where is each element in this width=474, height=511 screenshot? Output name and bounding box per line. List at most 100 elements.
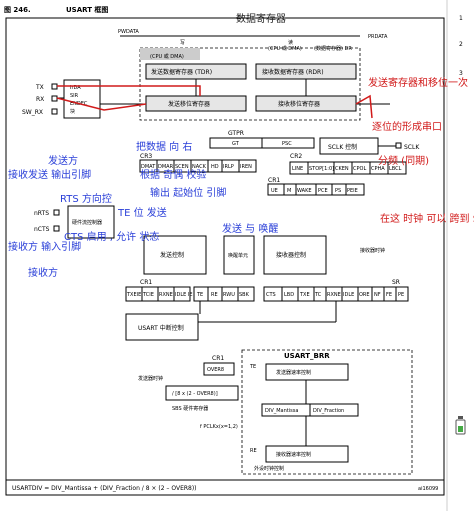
bus-write-label: 写: [180, 40, 185, 46]
cr1-bottom-bit: TCIE: [142, 292, 154, 298]
cr1-bottom-bit: IDLE IE: [175, 292, 193, 298]
cr1-top-bit: WAKE: [297, 188, 312, 194]
gtpr-gt-label: GT: [232, 141, 240, 147]
cr1-bottom-bit: RWU: [223, 292, 235, 298]
annotation-left-3: RTS 方向控: [60, 192, 112, 205]
cr2-bit: CPHA: [371, 166, 385, 172]
rx-shift-label: 接收移位寄存器: [278, 100, 320, 108]
cr2-bit: CKEN: [335, 166, 349, 172]
battery-icon[interactable]: [455, 416, 466, 435]
sr-bit: PE: [398, 292, 404, 298]
gtpr-psc-label: PSC: [282, 141, 292, 147]
cr3-bits: DMAT DMAR SCEN NACK HD IRLP IREN: [139, 159, 257, 173]
cr3-bit: SCEN: [175, 164, 189, 170]
sidebar-page-1[interactable]: 1: [459, 15, 463, 22]
cr3-bit: NACK: [192, 164, 207, 170]
interrupt-ctrl-label: USART 中断控制: [138, 324, 184, 332]
brr-re-label: RE: [250, 448, 257, 454]
rx-clock-label: 接收器时钟: [360, 247, 385, 254]
brr-te-label: TE: [249, 364, 256, 370]
tx-rate-label: 发送器速率控制: [276, 369, 311, 376]
cpu-dma-read-label: (CPU 或 DMA): [268, 45, 302, 52]
cr2-bits: LINE STOP[1:0] CKEN CPOL CPHA LBCL: [289, 161, 407, 175]
tdr-label: 发送数据寄存器 (TDR): [151, 68, 212, 76]
sr-bit: NF: [374, 292, 381, 298]
gtpr-psc-box: [261, 137, 315, 149]
cr1-over8-label: CR1: [212, 355, 224, 362]
pin-ncts-marker: [53, 225, 60, 232]
sr-bit: TC: [314, 292, 322, 298]
cr2-label: CR2: [290, 153, 302, 160]
cr3-label: CR3: [140, 153, 152, 160]
pin-sw-rx-marker: [51, 108, 58, 115]
fraction-box: [309, 403, 359, 417]
annotation-mid-6: 发送 与 唤醒: [222, 222, 278, 235]
pin-nrts-marker: [53, 209, 60, 216]
cr2-bit: STOP[1:0]: [309, 166, 334, 172]
bus-read-label: 读: [288, 39, 293, 46]
pwdata-label: PWDATA: [118, 29, 139, 35]
annotation-left-1: 发送方: [48, 154, 78, 167]
sidebar-page-2[interactable]: 2: [459, 41, 463, 48]
annotation-mid-1: 把数据 向 右: [136, 140, 192, 153]
sr-bits: CTS LBD TXE TC RXNE IDLE ORE NF FE PE: [263, 286, 409, 302]
fraction-label: DIV_Fraction: [313, 408, 344, 414]
rx-rate-box: [265, 445, 349, 463]
sidebar-page-3[interactable]: 3: [459, 70, 463, 77]
cr1-top-bits: UE M WAKE PCE PS PEIE: [267, 183, 365, 196]
rdr-label: 接收数据寄存器 (RDR): [262, 68, 324, 76]
annotation-right-3: 分频 (同期): [378, 154, 429, 167]
pin-tx: TX: [35, 84, 44, 91]
sclk-ctrl-label: SCLK 控制: [328, 143, 357, 151]
rx-signal-path: [56, 97, 147, 111]
pin-sclk-marker: [395, 142, 402, 149]
cr1-top-bit: M: [287, 188, 291, 194]
cr2-bit: LINE: [292, 166, 303, 172]
annotation-left-5: 接收方: [28, 266, 58, 279]
interrupt-ctrl-box: [125, 313, 199, 341]
sr-bit: IDLE: [343, 292, 354, 298]
pclk-label: f PCLKx(x=1,2): [200, 424, 238, 430]
cr1-bottom-bits: TXEIE TCIE RXNE IE IDLE IE TE RE RWU SBK: [125, 286, 255, 302]
cpu-dma-write-label: (CPU 或 DMA): [150, 53, 184, 60]
pin-ncts: nCTS: [34, 226, 50, 233]
sr-bit: CTS: [266, 292, 276, 298]
cr1-bottom-bit: TXEIE: [126, 292, 141, 298]
div-over-label: / [8 x (2 - OVER8)]: [172, 391, 218, 397]
cr1-bottom-bit: TE: [196, 292, 203, 298]
baud-rate-label: 外设时钟控制: [254, 465, 284, 472]
sr-bit: LBD: [284, 292, 294, 298]
cr3-bit: DMAT: [141, 164, 156, 170]
annotation-right-4: 在这 时钟 可以 跨到 SPI: [380, 212, 474, 225]
cr2-bit: LBCL: [389, 166, 402, 172]
pin-rx-marker: [51, 95, 58, 102]
usart-brr-title: USART_BRR: [284, 352, 330, 360]
write-arrow-band: [140, 48, 200, 60]
annotation-left-4: 接收方 输入引脚: [8, 240, 81, 253]
formula-text: USARTDIV = DIV_Mantissa + (DIV_Fraction …: [12, 485, 197, 492]
over8-box: [203, 362, 235, 376]
annotation-top: 数据寄存器: [236, 12, 286, 25]
cr1-top-bit: UE: [271, 188, 278, 194]
mantissa-label: DIV_Mantissa: [265, 408, 298, 414]
rx-shift-signal-path: [355, 94, 373, 119]
dr-label: (数据寄存器) DR: [314, 45, 352, 52]
sr-bit: FE: [386, 292, 392, 298]
annotation-left-2: 接收发送 输出引脚: [8, 168, 91, 181]
rx-rate-label: 接收器速率控制: [276, 451, 311, 458]
cr1-bottom-bit: RE: [211, 292, 218, 298]
usart-brr-group: [241, 349, 413, 475]
figure-code: ai16099: [418, 486, 438, 492]
cr1-bottom-bit: RXNE IE: [159, 292, 179, 298]
over8-label: OVER8: [207, 367, 224, 373]
tx-rate-box: [265, 363, 349, 381]
tx-clock-label: 发送器时钟: [138, 375, 163, 382]
tx-ctrl-box: [143, 235, 207, 275]
rx-ctrl-label: 接收器控制: [276, 251, 306, 259]
cr1-top-bit: PS: [335, 188, 341, 194]
wakeup-box: [223, 235, 255, 275]
brr-note: SBS 硬件寄存器: [172, 405, 208, 412]
diagram-frame: [5, 17, 445, 496]
pin-sw-rx: SW_RX: [22, 109, 43, 116]
div-over-box: [165, 385, 239, 401]
